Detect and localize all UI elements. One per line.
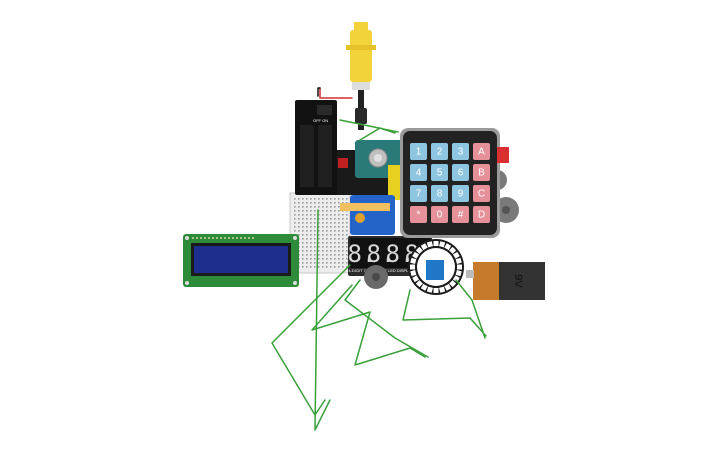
keypad-key-B[interactable]: B xyxy=(473,164,490,181)
keypad-key-4[interactable]: 4 xyxy=(410,164,427,181)
keypad-key-label: 3 xyxy=(458,147,464,158)
keypad-key-9[interactable]: 9 xyxy=(452,185,469,202)
keypad-key-label: 9 xyxy=(458,189,464,200)
driver-chip xyxy=(355,213,365,223)
wire-4 xyxy=(271,264,351,416)
keypad-key-label: 4 xyxy=(416,168,422,179)
keypad-key-D[interactable]: D xyxy=(473,206,490,223)
wire-8 xyxy=(455,279,486,339)
keypad-key-label: 5 xyxy=(437,168,443,179)
keypad-key-#[interactable]: # xyxy=(452,206,469,223)
keypad-key-3[interactable]: 3 xyxy=(452,143,469,160)
keypad-key-label: 7 xyxy=(416,189,422,200)
seven-segment-display[interactable]: 8. 8. 8. 8. 4-DIGIT 7-SEGMENT LED DISPLA… xyxy=(348,236,434,276)
keypad-key-2[interactable]: 2 xyxy=(431,143,448,160)
motor-wire-black xyxy=(317,87,321,97)
seg-label: 4-DIGIT 7-SEGMENT LED DISPLAY MODULE xyxy=(348,268,432,273)
lcd-pins xyxy=(192,237,254,239)
keypad-key-A[interactable]: A xyxy=(473,143,490,160)
keypad-key-*[interactable]: * xyxy=(410,206,427,223)
keypad-key-1[interactable]: 1 xyxy=(410,143,427,160)
seg-digit-1: 8. xyxy=(348,240,377,268)
battery-pack-switch-label: OFF ON xyxy=(313,118,328,123)
buzzer-left[interactable] xyxy=(364,265,388,289)
wires xyxy=(271,87,487,431)
keypad-key-label: 1 xyxy=(416,147,422,158)
lcd-display[interactable] xyxy=(183,234,299,287)
keypad-key-label: 6 xyxy=(458,168,464,179)
wire-2 xyxy=(359,127,396,141)
ring-leds xyxy=(410,241,462,293)
battery-9v[interactable]: 9V xyxy=(466,262,545,300)
keypad-key-label: D xyxy=(478,210,485,221)
keypad-key-C[interactable]: C xyxy=(473,185,490,202)
keypad-key-6[interactable]: 6 xyxy=(452,164,469,181)
keypad-key-label: 8 xyxy=(437,189,443,200)
keypad-key-label: 0 xyxy=(437,210,443,221)
keypad-key-label: A xyxy=(478,147,485,158)
keypad-key-label: B xyxy=(478,168,485,179)
keypad-key-label: * xyxy=(417,210,421,221)
dc-motor[interactable] xyxy=(346,22,376,130)
keypad-key-8[interactable]: 8 xyxy=(431,185,448,202)
battery-pack[interactable]: OFF ON xyxy=(295,100,337,195)
keypad-key-label: 2 xyxy=(437,147,443,158)
keypad-key-7[interactable]: 7 xyxy=(410,185,427,202)
ring-sensor-board xyxy=(426,260,444,280)
seg-digit-2: 8. xyxy=(367,240,396,268)
keypad-keys: 1 2 3 A 4 5 6 B 7 8 9 C * 0 # D xyxy=(410,143,490,223)
keypad-key-label: # xyxy=(458,210,464,221)
battery-label: 9V xyxy=(512,274,524,288)
wire-7 xyxy=(402,289,487,337)
wire-3 xyxy=(314,209,331,431)
keypad[interactable]: 1 2 3 A 4 5 6 B 7 8 9 C * 0 # D xyxy=(400,128,509,238)
board-led xyxy=(338,158,348,168)
motor-driver-board[interactable] xyxy=(340,195,395,235)
wire-5 xyxy=(311,284,426,366)
neopixel-ring[interactable] xyxy=(408,239,464,295)
motor-wire-red xyxy=(319,87,353,99)
keypad-key-5[interactable]: 5 xyxy=(431,164,448,181)
keypad-key-label: C xyxy=(478,189,485,200)
wire-1 xyxy=(339,119,399,133)
keypad-key-0[interactable]: 0 xyxy=(431,206,448,223)
keypad-connector xyxy=(497,147,509,163)
wire-6 xyxy=(344,279,429,358)
driver-header xyxy=(340,203,390,211)
